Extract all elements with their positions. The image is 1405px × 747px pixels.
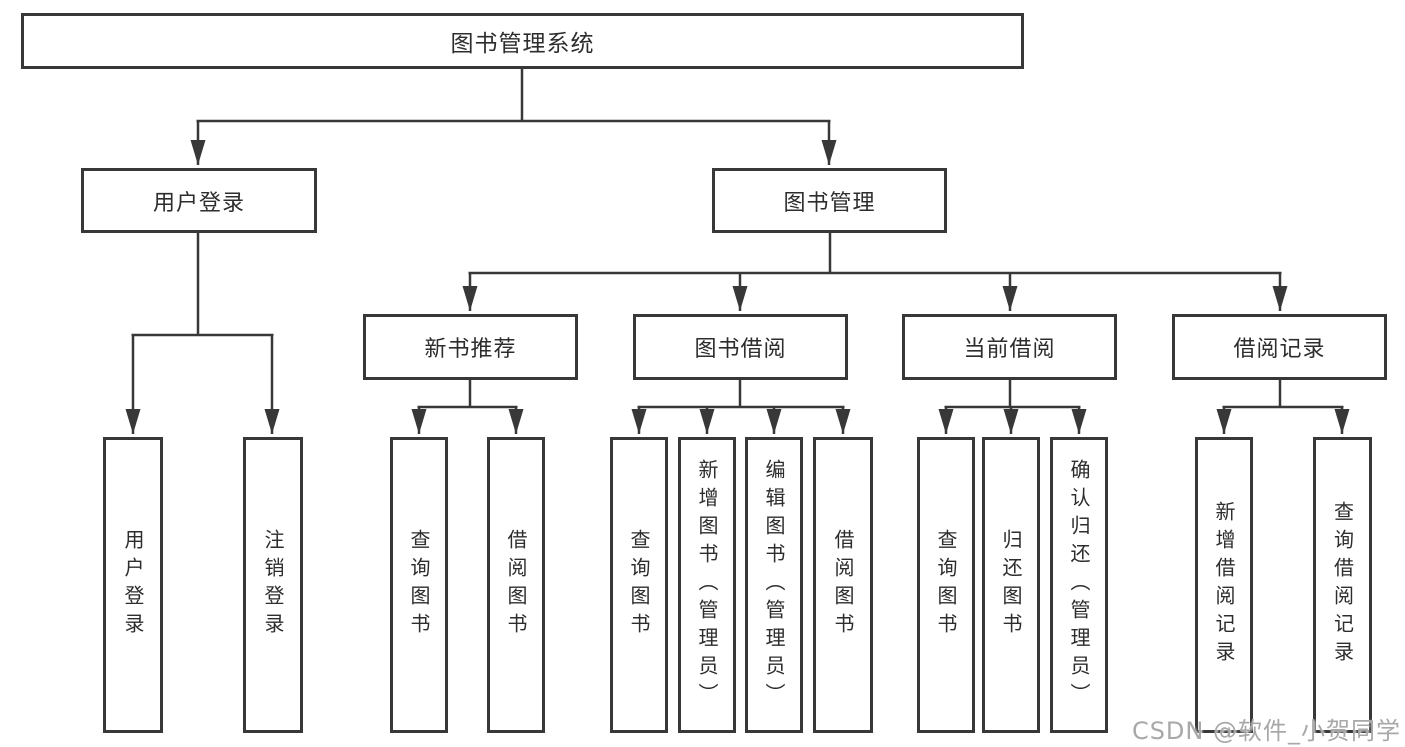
node-leaf-search-borrow-record: 查询借阅记录 [1313, 437, 1372, 733]
node-book-borrowing: 图书借阅 [633, 314, 848, 380]
csdn-watermark: CSDN @软件_小贺同学 [1131, 717, 1401, 745]
node-label: 确认归还（管理员） [1067, 459, 1091, 711]
node-user-login: 用户登录 [81, 168, 317, 233]
node-leaf-search-books-current: 查询图书 [917, 437, 975, 733]
node-label: 新增借阅记录 [1212, 501, 1236, 669]
node-label: 用户登录 [152, 190, 245, 216]
node-label: 图书管理 [783, 190, 876, 216]
node-book-management: 图书管理 [712, 168, 947, 233]
node-current-borrowing: 当前借阅 [902, 314, 1117, 380]
node-leaf-borrow-books: 借阅图书 [813, 437, 873, 733]
node-label: 查询图书 [934, 529, 958, 641]
node-label: 借阅图书 [504, 529, 528, 641]
node-new-book-recommendation: 新书推荐 [363, 314, 578, 380]
node-label: 用户登录 [121, 529, 145, 641]
node-label: 新增图书（管理员） [695, 459, 719, 711]
node-label: 借阅记录 [1233, 337, 1326, 362]
node-library-management-system: 图书管理系统 [21, 13, 1024, 69]
node-leaf-confirm-return-admin: 确认归还（管理员） [1050, 437, 1108, 733]
node-leaf-search-books-recommend: 查询图书 [390, 437, 448, 733]
node-label: 编辑图书（管理员） [762, 459, 786, 711]
node-label: 查询图书 [627, 529, 651, 641]
node-label: 新书推荐 [424, 337, 517, 362]
node-label: 借阅图书 [831, 529, 855, 641]
node-label: 图书借阅 [694, 337, 787, 362]
node-borrowing-records: 借阅记录 [1172, 314, 1387, 380]
node-label: 查询图书 [407, 529, 431, 641]
node-leaf-add-borrow-record: 新增借阅记录 [1195, 437, 1253, 733]
node-leaf-user-login: 用户登录 [103, 437, 163, 733]
node-label: 图书管理系统 [450, 31, 595, 57]
node-leaf-logout: 注销登录 [243, 437, 303, 733]
node-leaf-add-books-admin: 新增图书（管理员） [678, 437, 736, 733]
node-leaf-borrow-books-recommend: 借阅图书 [487, 437, 545, 733]
node-leaf-edit-books-admin: 编辑图书（管理员） [745, 437, 803, 733]
node-label: 归还图书 [999, 529, 1023, 641]
node-label: 当前借阅 [963, 337, 1056, 362]
node-leaf-return-books: 归还图书 [982, 437, 1040, 733]
node-label: 查询借阅记录 [1330, 501, 1355, 669]
node-leaf-search-books-borrowing: 查询图书 [610, 437, 668, 733]
node-label: 注销登录 [261, 529, 285, 641]
